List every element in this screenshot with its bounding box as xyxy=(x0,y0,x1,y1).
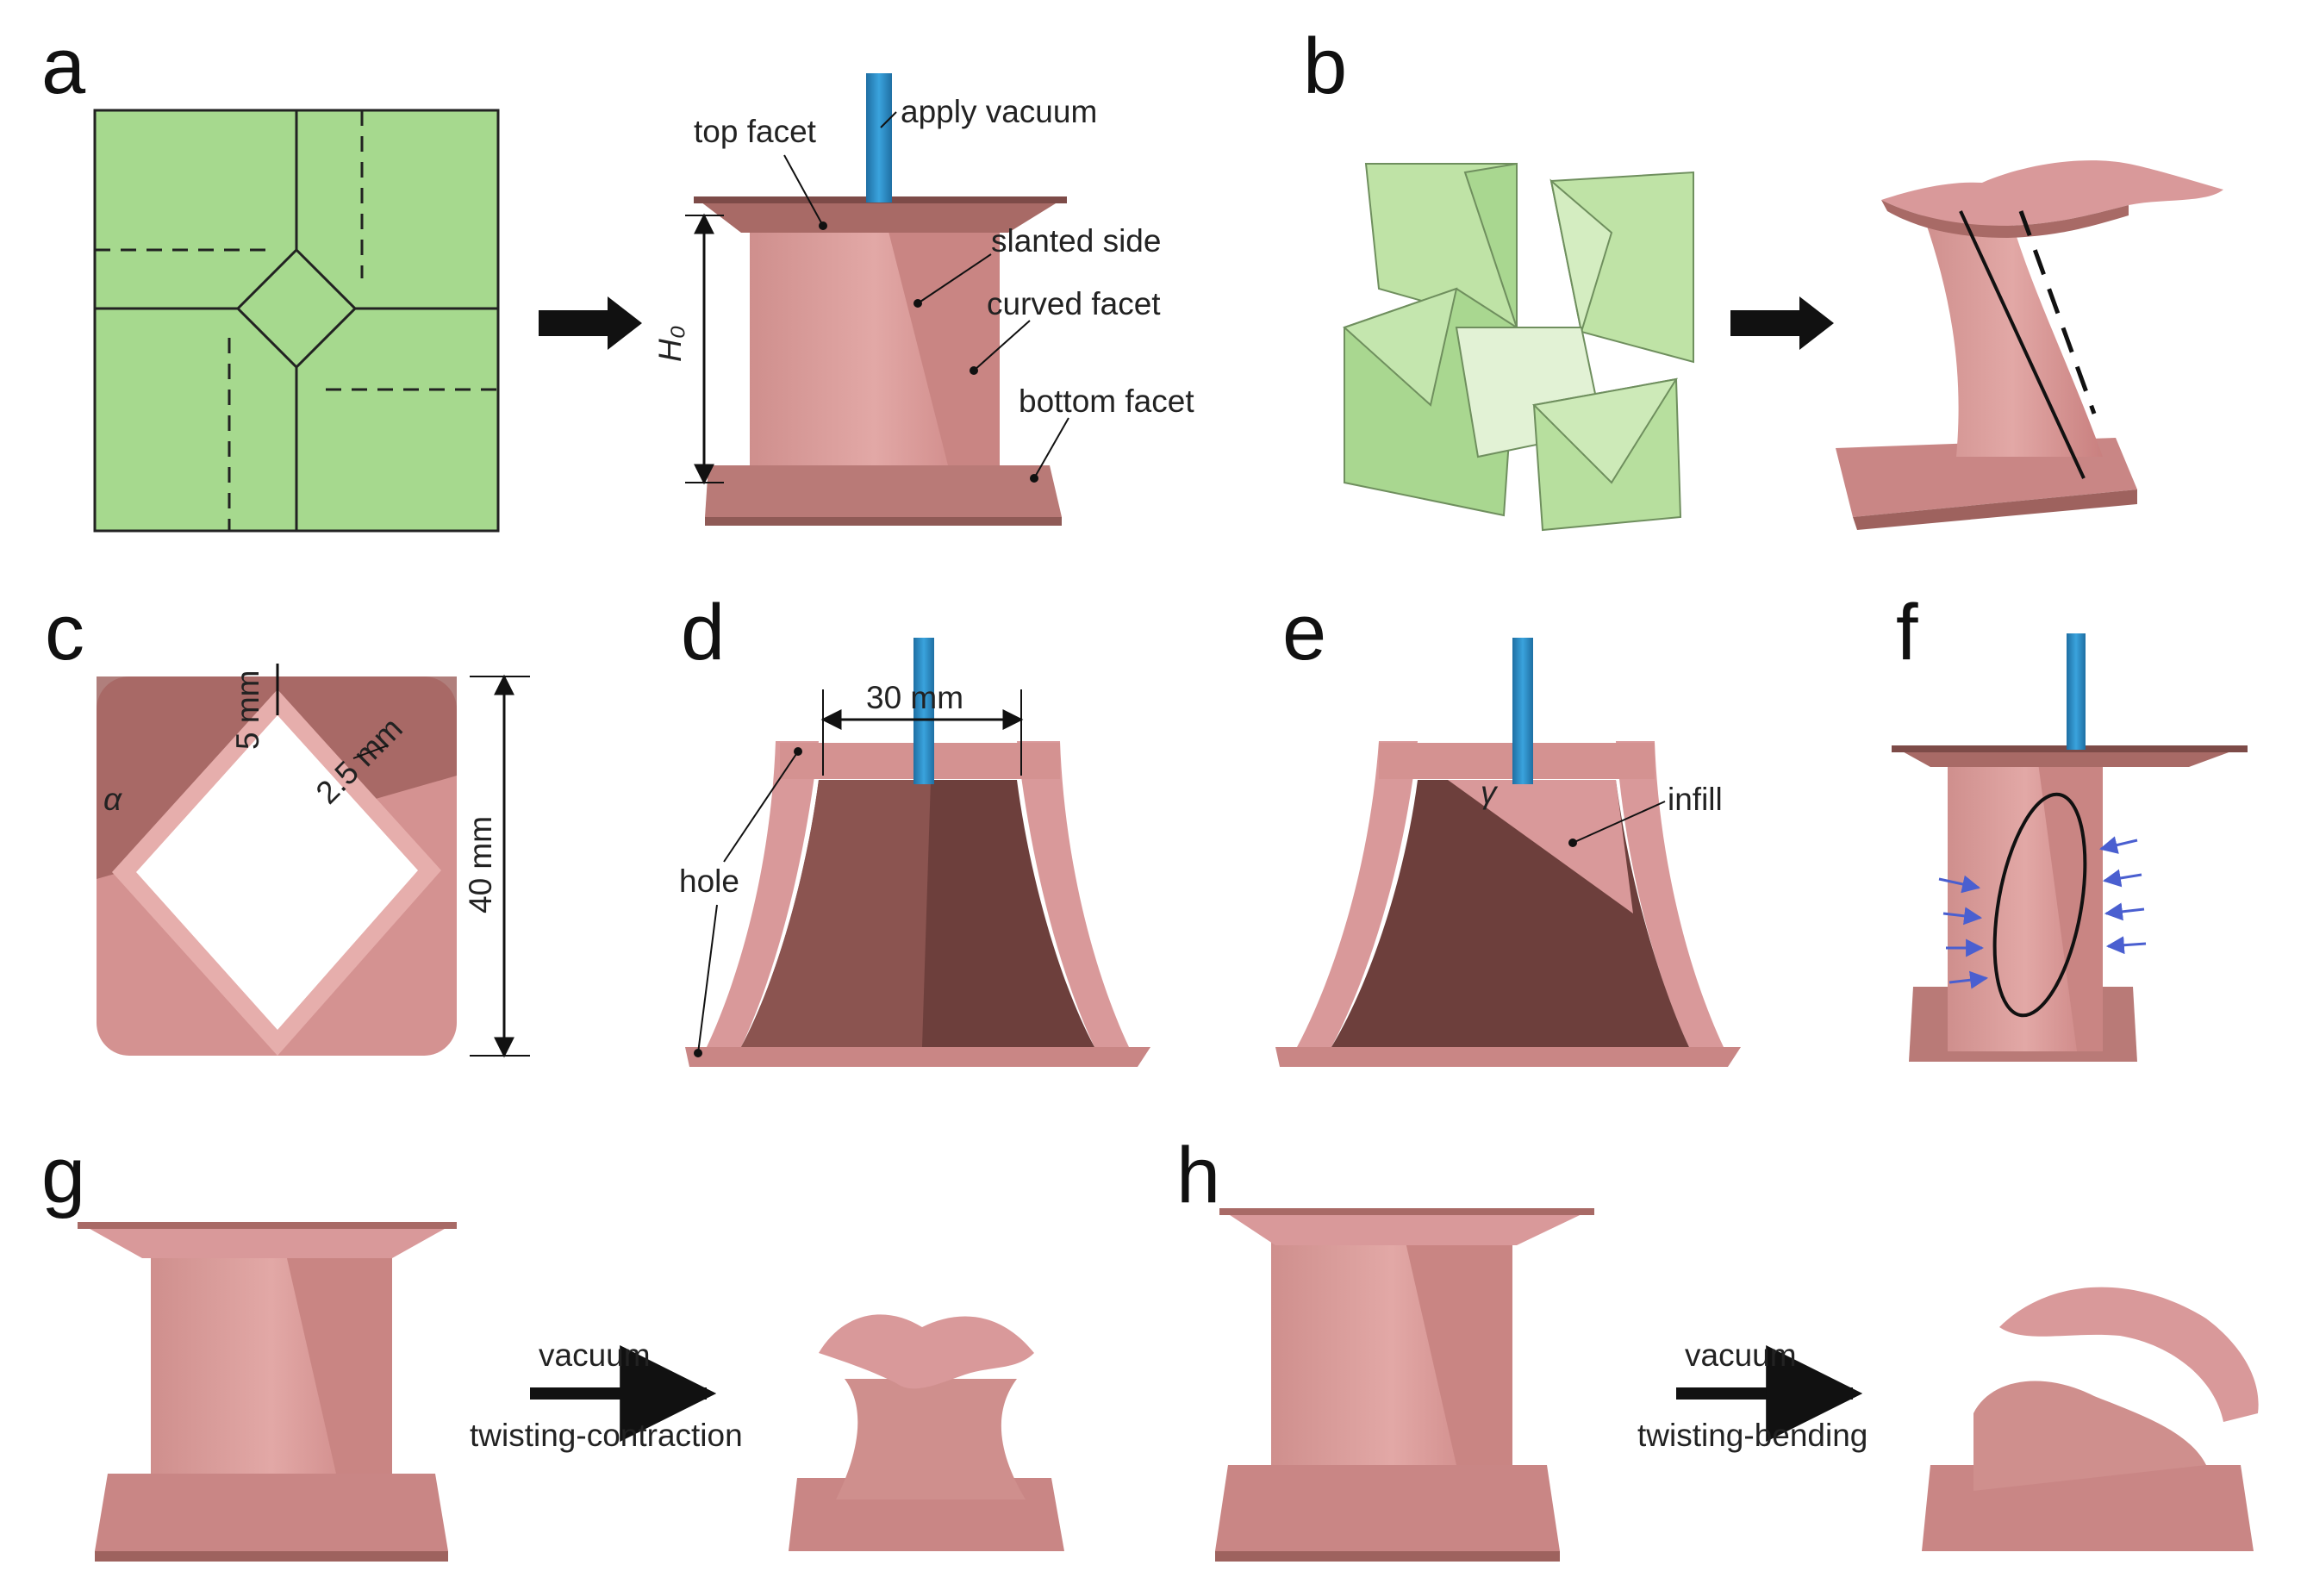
dim-40mm-label: 40 mm xyxy=(463,816,498,913)
panel-label-c: c xyxy=(45,589,84,676)
actuator-h-deformed xyxy=(1922,1287,2259,1551)
panel-label-b: b xyxy=(1303,22,1347,110)
pressure-arrows xyxy=(1938,836,2147,989)
curved-facet-label: curved facet xyxy=(987,286,1161,321)
right-arrow-a xyxy=(539,296,642,350)
folded-origami xyxy=(1343,162,1694,532)
right-arrow-b xyxy=(1730,296,1834,350)
height-label: H₀ xyxy=(652,326,688,362)
bottom-view-c xyxy=(97,676,457,1056)
section-view-d xyxy=(685,638,1150,1067)
panel-label-d: d xyxy=(681,589,725,676)
actuator-g-deformed xyxy=(789,1314,1064,1551)
actuator-h-initial xyxy=(1215,1208,1594,1562)
hole-label: hole xyxy=(679,863,739,899)
panel-label-a: a xyxy=(41,22,86,110)
alpha-label: α xyxy=(103,782,122,817)
panel-label-f: f xyxy=(1896,589,1918,676)
slanted-side-label: slanted side xyxy=(991,223,1161,259)
gamma-label: γ xyxy=(1481,775,1499,810)
panel-label-g: g xyxy=(41,1132,85,1219)
twisted-actuator-b xyxy=(1836,160,2223,530)
twisting-bending-label: twisting-bending xyxy=(1637,1418,1867,1453)
infill-label: infill xyxy=(1668,782,1723,817)
actuator-a xyxy=(694,73,1067,526)
panel-label-e: e xyxy=(1282,589,1326,676)
dim-5mm-label: 5 mm xyxy=(230,670,265,751)
bottom-facet-label: bottom facet xyxy=(1019,383,1194,419)
dim-30mm-label: 30 mm xyxy=(866,680,963,715)
apply-vacuum-label: apply vacuum xyxy=(901,94,1097,129)
section-view-e xyxy=(1275,638,1741,1067)
actuator-g-initial xyxy=(78,1222,457,1562)
twisting-contraction-label: twisting-contraction xyxy=(470,1418,743,1453)
vacuum-label-h: vacuum xyxy=(1685,1337,1797,1373)
crease-pattern xyxy=(93,109,500,533)
vacuum-label-g: vacuum xyxy=(539,1337,651,1373)
panel-label-h: h xyxy=(1176,1132,1220,1219)
actuator-f xyxy=(1892,633,2248,1062)
top-facet-label: top facet xyxy=(694,114,817,149)
